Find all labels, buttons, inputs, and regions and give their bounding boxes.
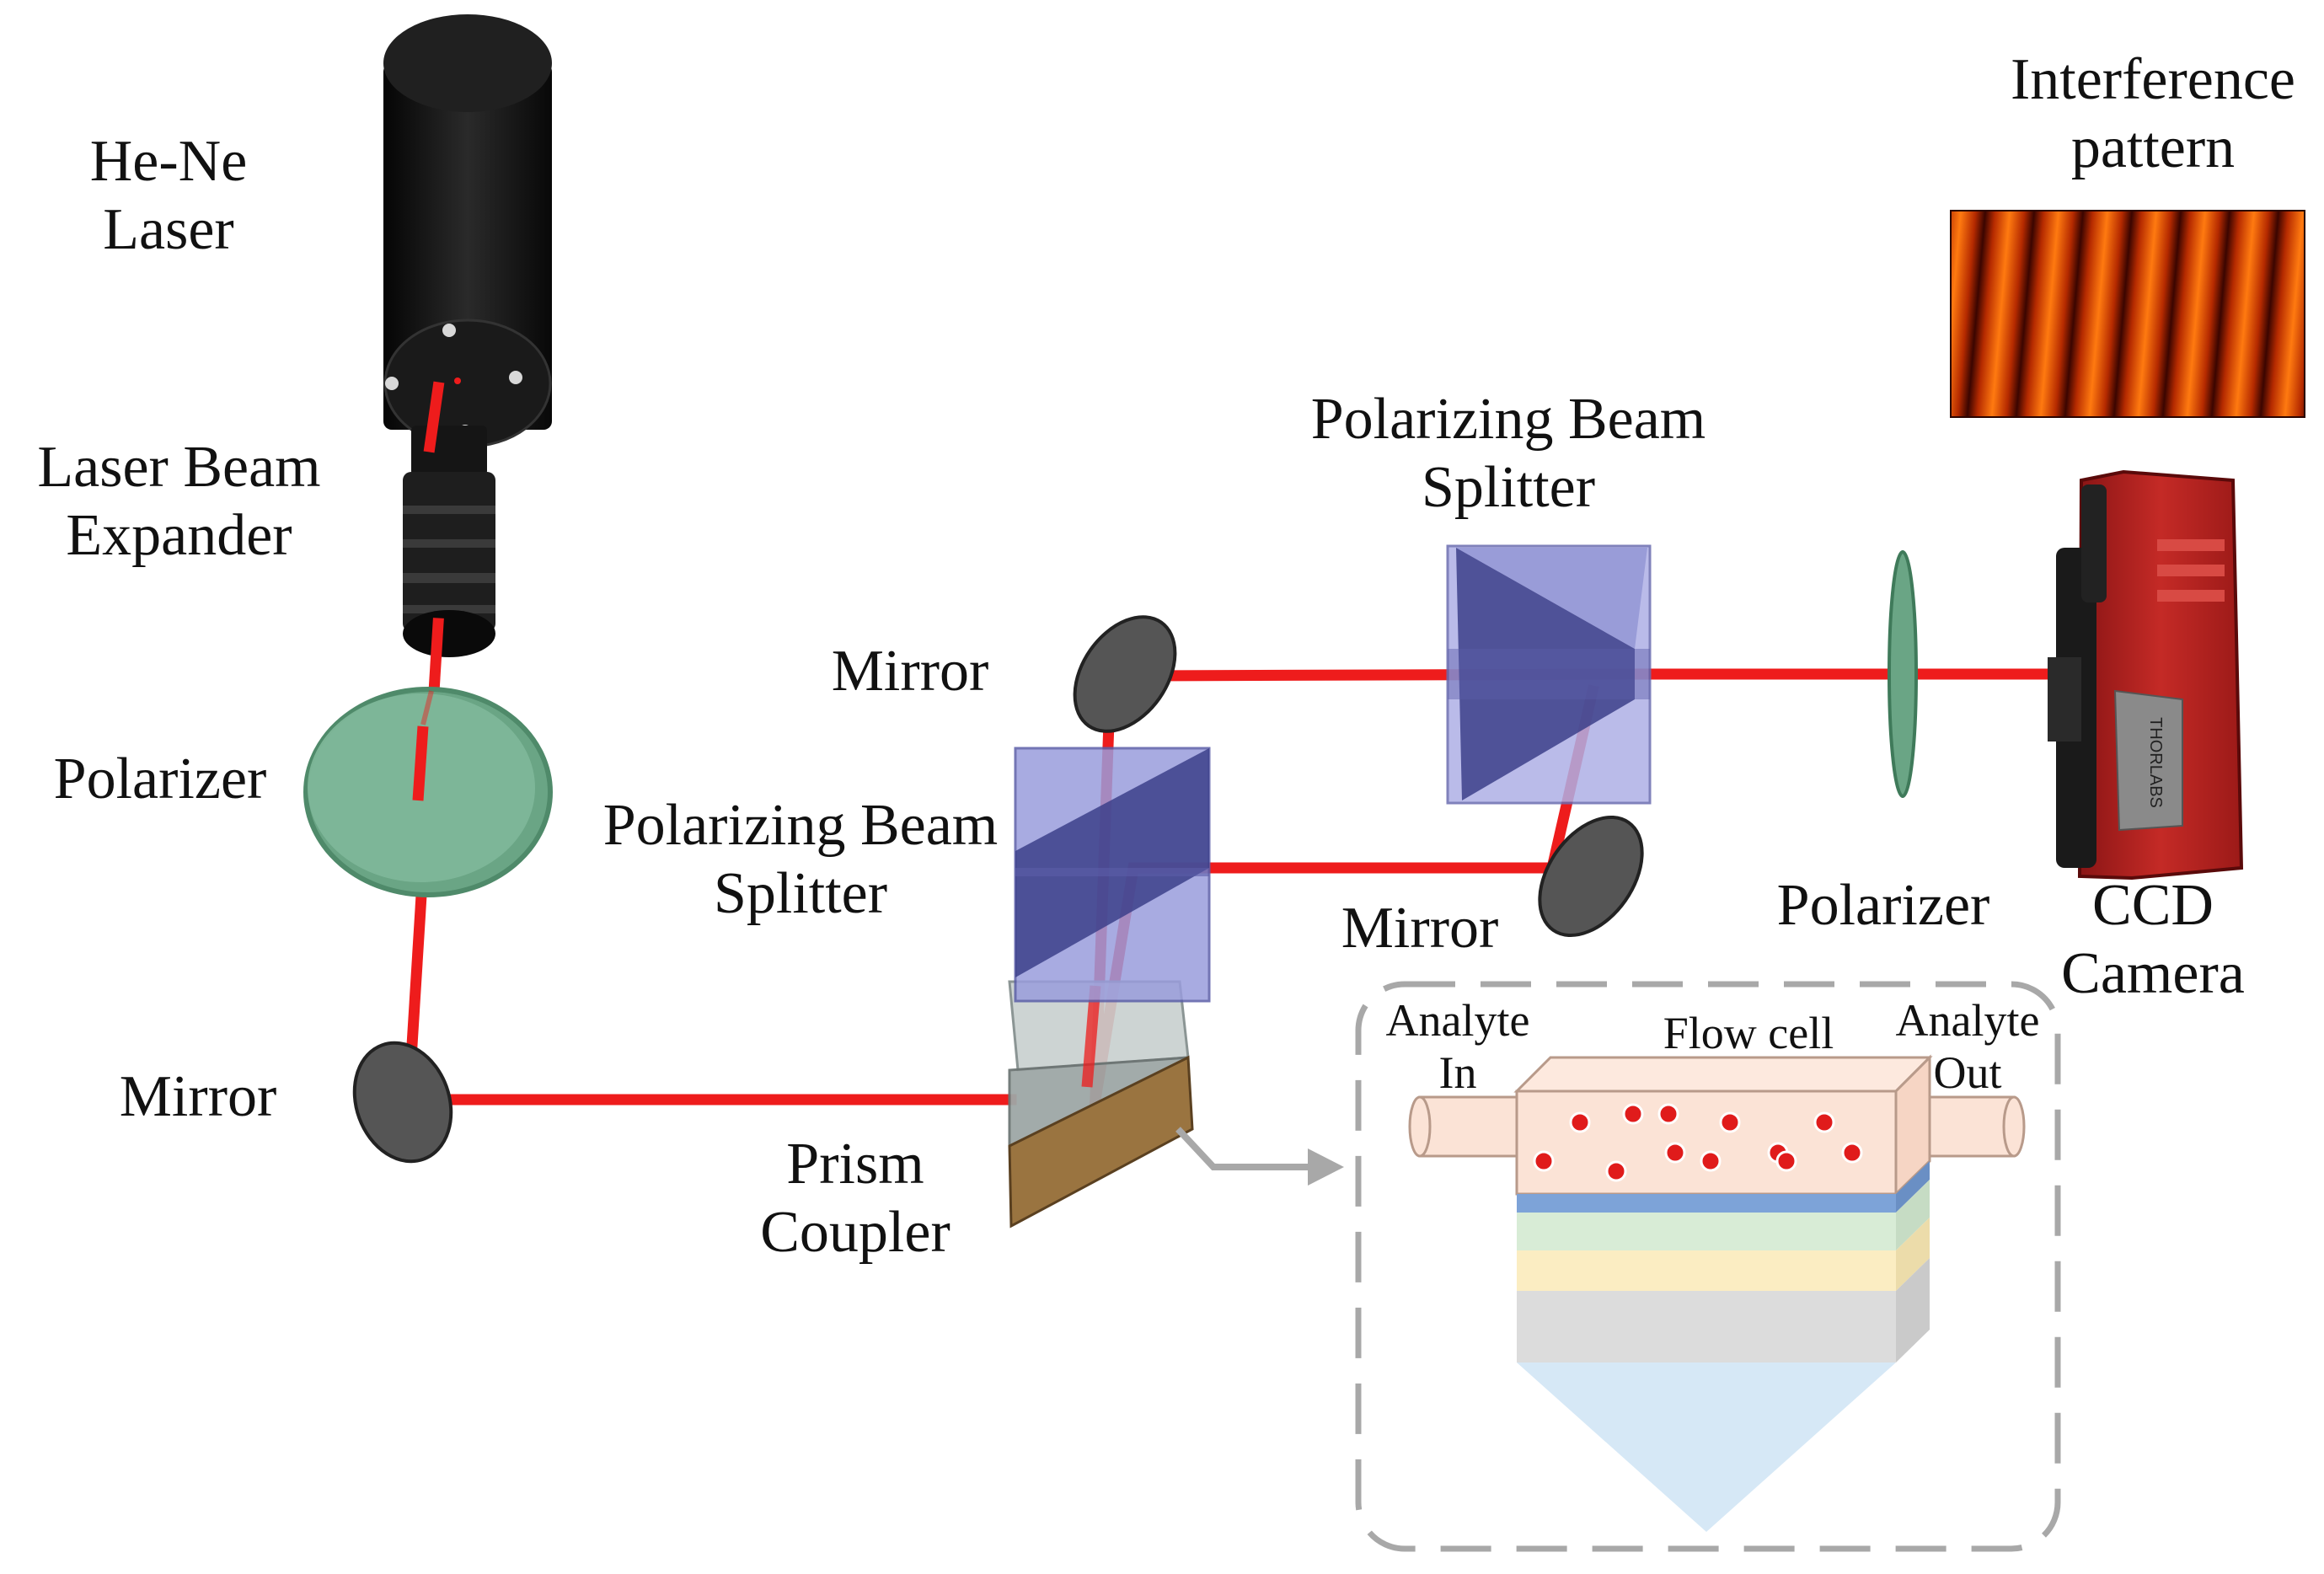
interference-pattern-image (1950, 210, 2305, 418)
label-line: In (1438, 1047, 1477, 1099)
prism-coupler (1008, 980, 1194, 1229)
analyte-in-tube (1408, 1095, 1518, 1158)
flow-cell-body (1513, 1054, 1933, 1197)
label-line: Polarizing Beam (1310, 387, 1706, 452)
label-line: Laser Beam (37, 435, 321, 500)
inset-border (1355, 981, 2061, 1552)
label-line: Out (1933, 1047, 2002, 1099)
label-mirror-bottom: Mirror (119, 1064, 277, 1129)
camera-brand-label: THORLABS (2146, 717, 2165, 808)
label-line: Coupler (760, 1199, 950, 1265)
particle (1775, 1150, 1797, 1172)
particle (1533, 1150, 1555, 1172)
callout-arrow (1175, 1127, 1344, 1186)
particle (1813, 1111, 1835, 1133)
label-pbs-right: Polarizing Beam Splitter (1289, 386, 1727, 522)
label-pbs-left: Polarizing Beam Splitter (581, 792, 1020, 928)
analyte-particles (1533, 1103, 1863, 1182)
label-line: He-Ne (89, 129, 248, 194)
mirror-top (1073, 615, 1177, 733)
he-ne-laser (383, 14, 552, 448)
label-mirror-top: Mirror (831, 639, 989, 704)
particle (1605, 1160, 1627, 1182)
label-laser-beam-expander: Laser Beam Expander (17, 434, 341, 570)
ccd-camera: THORLABS (2048, 469, 2244, 881)
label-polarizer-left: Polarizer (53, 747, 267, 811)
label-polarizer-right: Polarizer (1776, 873, 1990, 938)
laser-screw-2 (385, 377, 399, 390)
laser-beam-expander (403, 426, 495, 657)
label-line: pattern (2070, 115, 2236, 180)
polarizer-right (1888, 550, 1918, 798)
mirror-bottom (352, 1041, 453, 1164)
pbs-right (1446, 544, 1652, 805)
label-line: Analyte (1895, 995, 2040, 1046)
label-line: Polarizing Beam (602, 793, 999, 858)
label-line: Splitter (1421, 454, 1596, 520)
polarizer-left (303, 687, 553, 897)
laser-beam (403, 381, 2070, 1106)
label-line: Interference (2010, 47, 2296, 112)
label-mirror-right: Mirror (1341, 896, 1499, 961)
label-line: Prism (786, 1132, 924, 1197)
label-interference-pattern: Interference pattern (1984, 46, 2321, 182)
sensor-layer-stack (1517, 1161, 1930, 1532)
pbs-left (1014, 747, 1211, 1003)
label-ccd-camera: CCD Camera (2027, 872, 2279, 1008)
particle (1841, 1142, 1863, 1164)
label-line: Expander (66, 502, 292, 568)
camera-fins (2157, 539, 2225, 602)
label-analyte-in: Analyte In (1365, 994, 1550, 1099)
label-line: Analyte (1385, 995, 1530, 1046)
particle (1664, 1142, 1686, 1164)
particle (1700, 1150, 1722, 1172)
label-he-ne-laser: He-Ne Laser (63, 128, 274, 264)
label-flow-cell: Flow cell (1663, 1008, 1834, 1058)
particle (1719, 1111, 1741, 1133)
label-line: Laser (103, 196, 234, 262)
label-line: Camera (2061, 940, 2245, 1006)
particle (1622, 1103, 1644, 1125)
laser-screw-1 (442, 324, 456, 337)
label-analyte-out: Analyte Out (1875, 994, 2060, 1099)
laser-screw-3 (509, 371, 522, 384)
label-line: CCD (2092, 873, 2214, 938)
label-prism-coupler: Prism Coupler (742, 1131, 969, 1266)
mirror-right (1538, 815, 1644, 938)
flow-cell-inset (1355, 981, 2061, 1552)
particle (1657, 1103, 1679, 1125)
particle (1569, 1111, 1591, 1133)
label-line: Splitter (713, 860, 888, 926)
